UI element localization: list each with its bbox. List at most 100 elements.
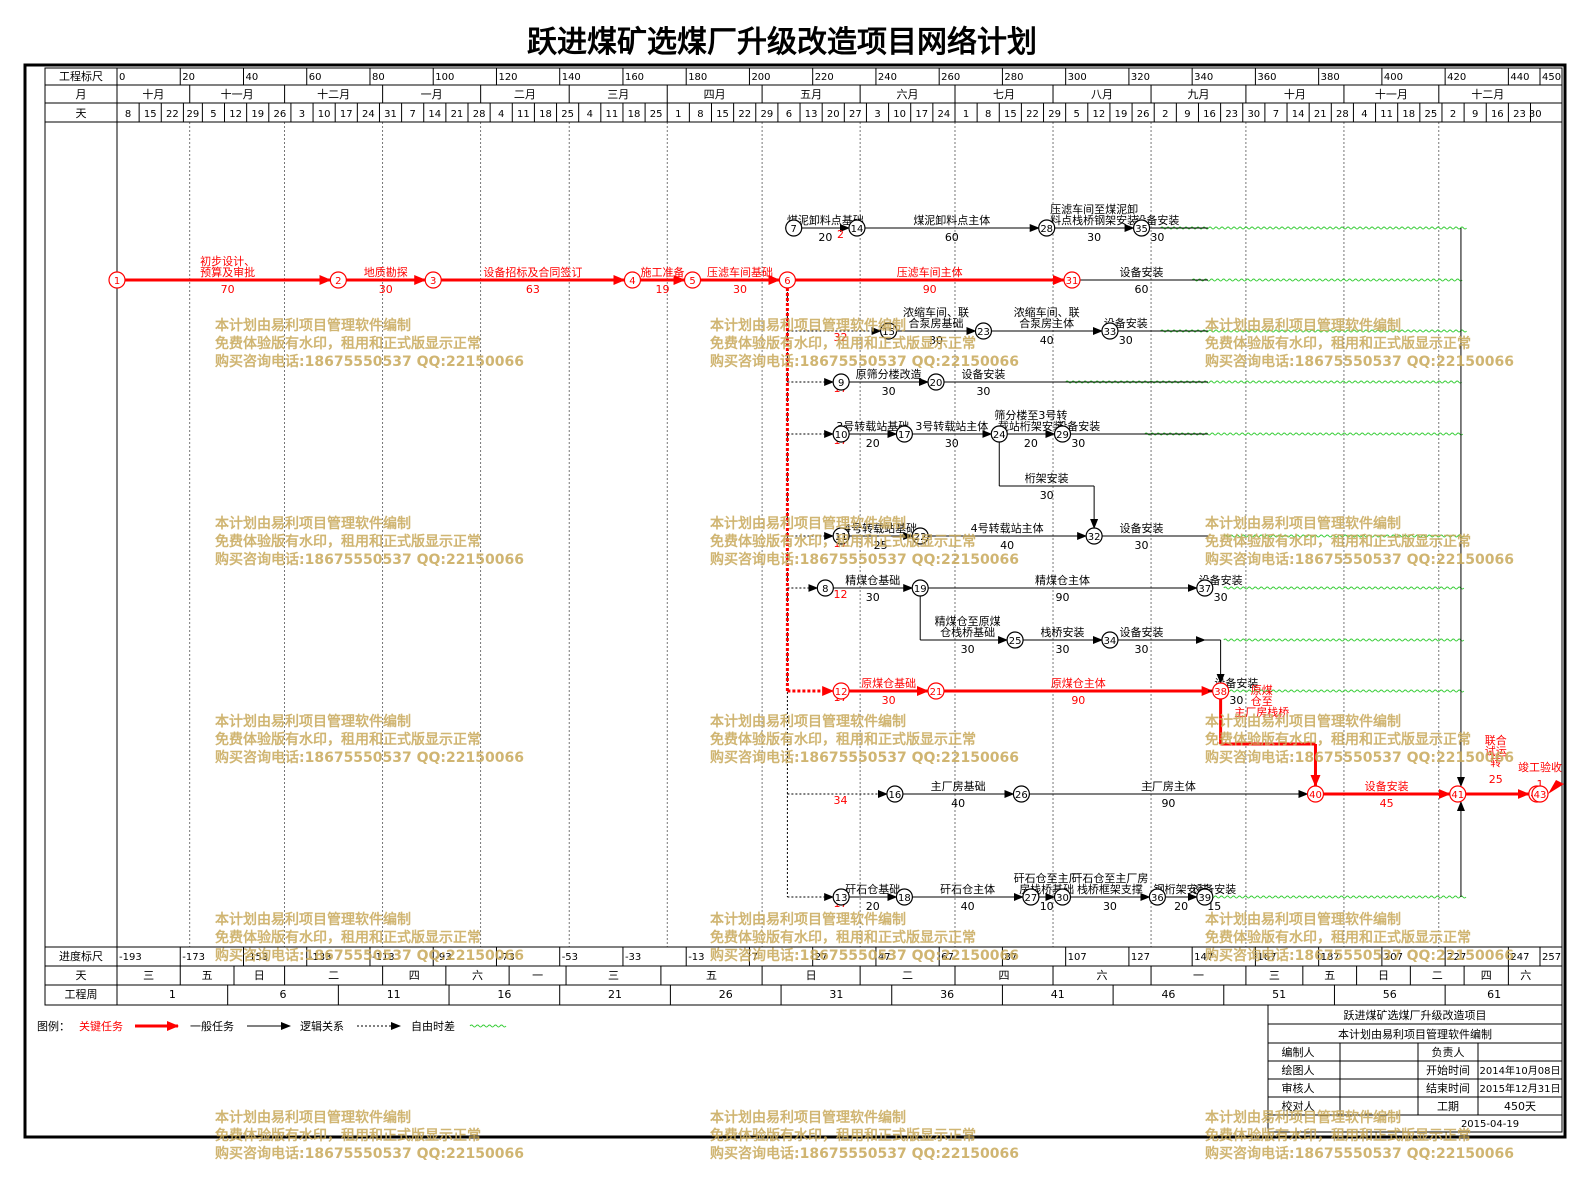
node-label-43: 43 [1534,790,1547,801]
scale-tick-label: 40 [245,72,258,83]
info-checker-label: 校对人 [1282,1099,1315,1113]
month-label: 十一月 [221,87,254,101]
day-label: 4 [587,109,593,120]
node-5 [683,271,702,289]
day-label: 6 [786,109,792,120]
task-name: 设备招标及合同签订 [483,265,582,279]
scale-tick-label: 440 [1510,72,1529,83]
node-label-33: 33 [1104,327,1117,338]
node-label-32: 32 [1088,532,1101,543]
week-label: 6 [280,988,287,1001]
header-scale-label: 工程标尺 [59,69,103,83]
free-float-line [1144,432,1464,436]
day-label: 5 [210,109,216,120]
task-duration: 20 [1024,437,1038,450]
watermark-text: 购买咨询电话:18675550537 QQ:22150066 [215,353,524,370]
watermark-text: 购买咨询电话:18675550537 QQ:22150066 [710,353,1019,370]
node-label-14: 14 [851,224,864,235]
task-name: 原筛分楼改造 [856,367,922,381]
weekday-label: 日 [806,969,817,982]
task-name: 精煤仓基础 [845,573,900,587]
node-label-30: 30 [1056,893,1069,904]
day-label: 12 [1093,109,1106,120]
weekday-label: 二 [902,969,913,982]
task-duration: 19 [655,283,669,296]
progress-label: 进度标尺 [59,949,103,963]
day-label: 18 [628,109,641,120]
watermark-text: 购买咨询电话:18675550537 QQ:22150066 [710,551,1019,568]
watermark-text: 购买咨询电话:18675550537 QQ:22150066 [215,749,524,766]
info-software: 本计划由易利项目管理软件编制 [1338,1027,1492,1041]
info-end-value: 2015年12月31日 [1480,1082,1561,1095]
node-30 [1053,888,1072,906]
day-label: 27 [849,109,862,120]
month-label: 九月 [1187,88,1209,101]
watermark-text: 免费体验版有水印，租用和正式版显示正常 [1205,731,1471,748]
node-label-22: 22 [914,532,927,543]
weekday-label: 四 [999,969,1010,982]
legend-float-label: 自由时差 [411,1019,455,1033]
watermark-text: 免费体验版有水印，租用和正式版显示正常 [710,335,976,352]
progress-tick-label: 27 [815,952,828,963]
day-label: 8 [985,109,991,120]
extra-task-name: 试运 [1485,745,1507,758]
node-label-28: 28 [1040,224,1053,235]
extra-task-duration: 30 [961,643,975,656]
info-duration-value: 450天 [1504,1100,1536,1113]
progress-tick-label: -113 [372,952,395,963]
free-float-line [1160,226,1467,230]
watermark-text: 本计划由易利项目管理软件编制 [215,1109,411,1126]
watermark-text: 免费体验版有水印，租用和正式版显示正常 [215,731,481,748]
day-label: 17 [340,109,353,120]
day-label: 7 [1273,109,1279,120]
task-duration: 30 [1087,231,1101,244]
day-label: 24 [362,109,375,120]
day-label: 9 [1472,109,1478,120]
day-label: 26 [273,109,286,120]
task-duration: 10 [1040,900,1054,913]
node-4 [623,271,642,289]
day-label: 12 [229,109,242,120]
watermark-text: 免费体验版有水印，租用和正式版显示正常 [215,335,481,352]
day-label: 3 [874,109,880,120]
node-43 [1531,785,1549,803]
scale-tick-label: 420 [1447,72,1466,83]
watermark-text: 免费体验版有水印，租用和正式版显示正常 [1205,533,1471,550]
task-duration: 90 [1161,797,1175,810]
node-18 [895,888,913,906]
legend-normal-label: 一般任务 [190,1020,234,1033]
task-name: 原煤仓基础 [861,676,916,690]
watermark-text: 购买咨询电话:18675550537 QQ:22150066 [215,1145,524,1162]
scale-tick-label: 80 [372,72,385,83]
day-label: 29 [187,109,200,120]
scale-tick-label: 60 [309,72,322,83]
node-label-7: 7 [791,224,797,235]
task-name: 4号转载站主体 [971,521,1044,535]
watermark-text: 本计划由易利项目管理软件编制 [1205,1109,1401,1126]
scale-tick-label: 200 [751,72,770,83]
day-label: 24 [938,109,951,120]
task-duration: 30 [882,694,896,707]
task-name: 合泵房主体 [1019,316,1074,330]
node-label-27: 27 [1025,893,1038,904]
task-name: 压滤车间主体 [897,265,963,279]
free-float-line [1223,689,1465,693]
node-28 [1038,219,1056,237]
task-name: 设备安装 [1365,779,1409,793]
week-label: 51 [1272,988,1286,1001]
node-22 [911,527,929,545]
scale-tick-label: 300 [1068,72,1087,83]
progress-tick-label: -153 [245,952,268,963]
day-label: 5 [1074,109,1080,120]
day-label: 21 [1314,109,1327,120]
extra-task-name: 桁架安装 [1025,471,1069,485]
node-17 [895,425,913,443]
scale-tick-label: 340 [1194,72,1213,83]
task-name: 地质勘探 [364,266,408,279]
task-duration: 20 [818,231,832,244]
watermark-text: 本计划由易利项目管理软件编制 [710,1109,906,1126]
task-name: 矸石仓至主厂 [1014,871,1080,885]
node-27 [1022,888,1040,906]
task-name: 精煤仓主体 [1035,573,1090,587]
task-name: 压滤车间至煤泥卸 [1050,202,1138,216]
